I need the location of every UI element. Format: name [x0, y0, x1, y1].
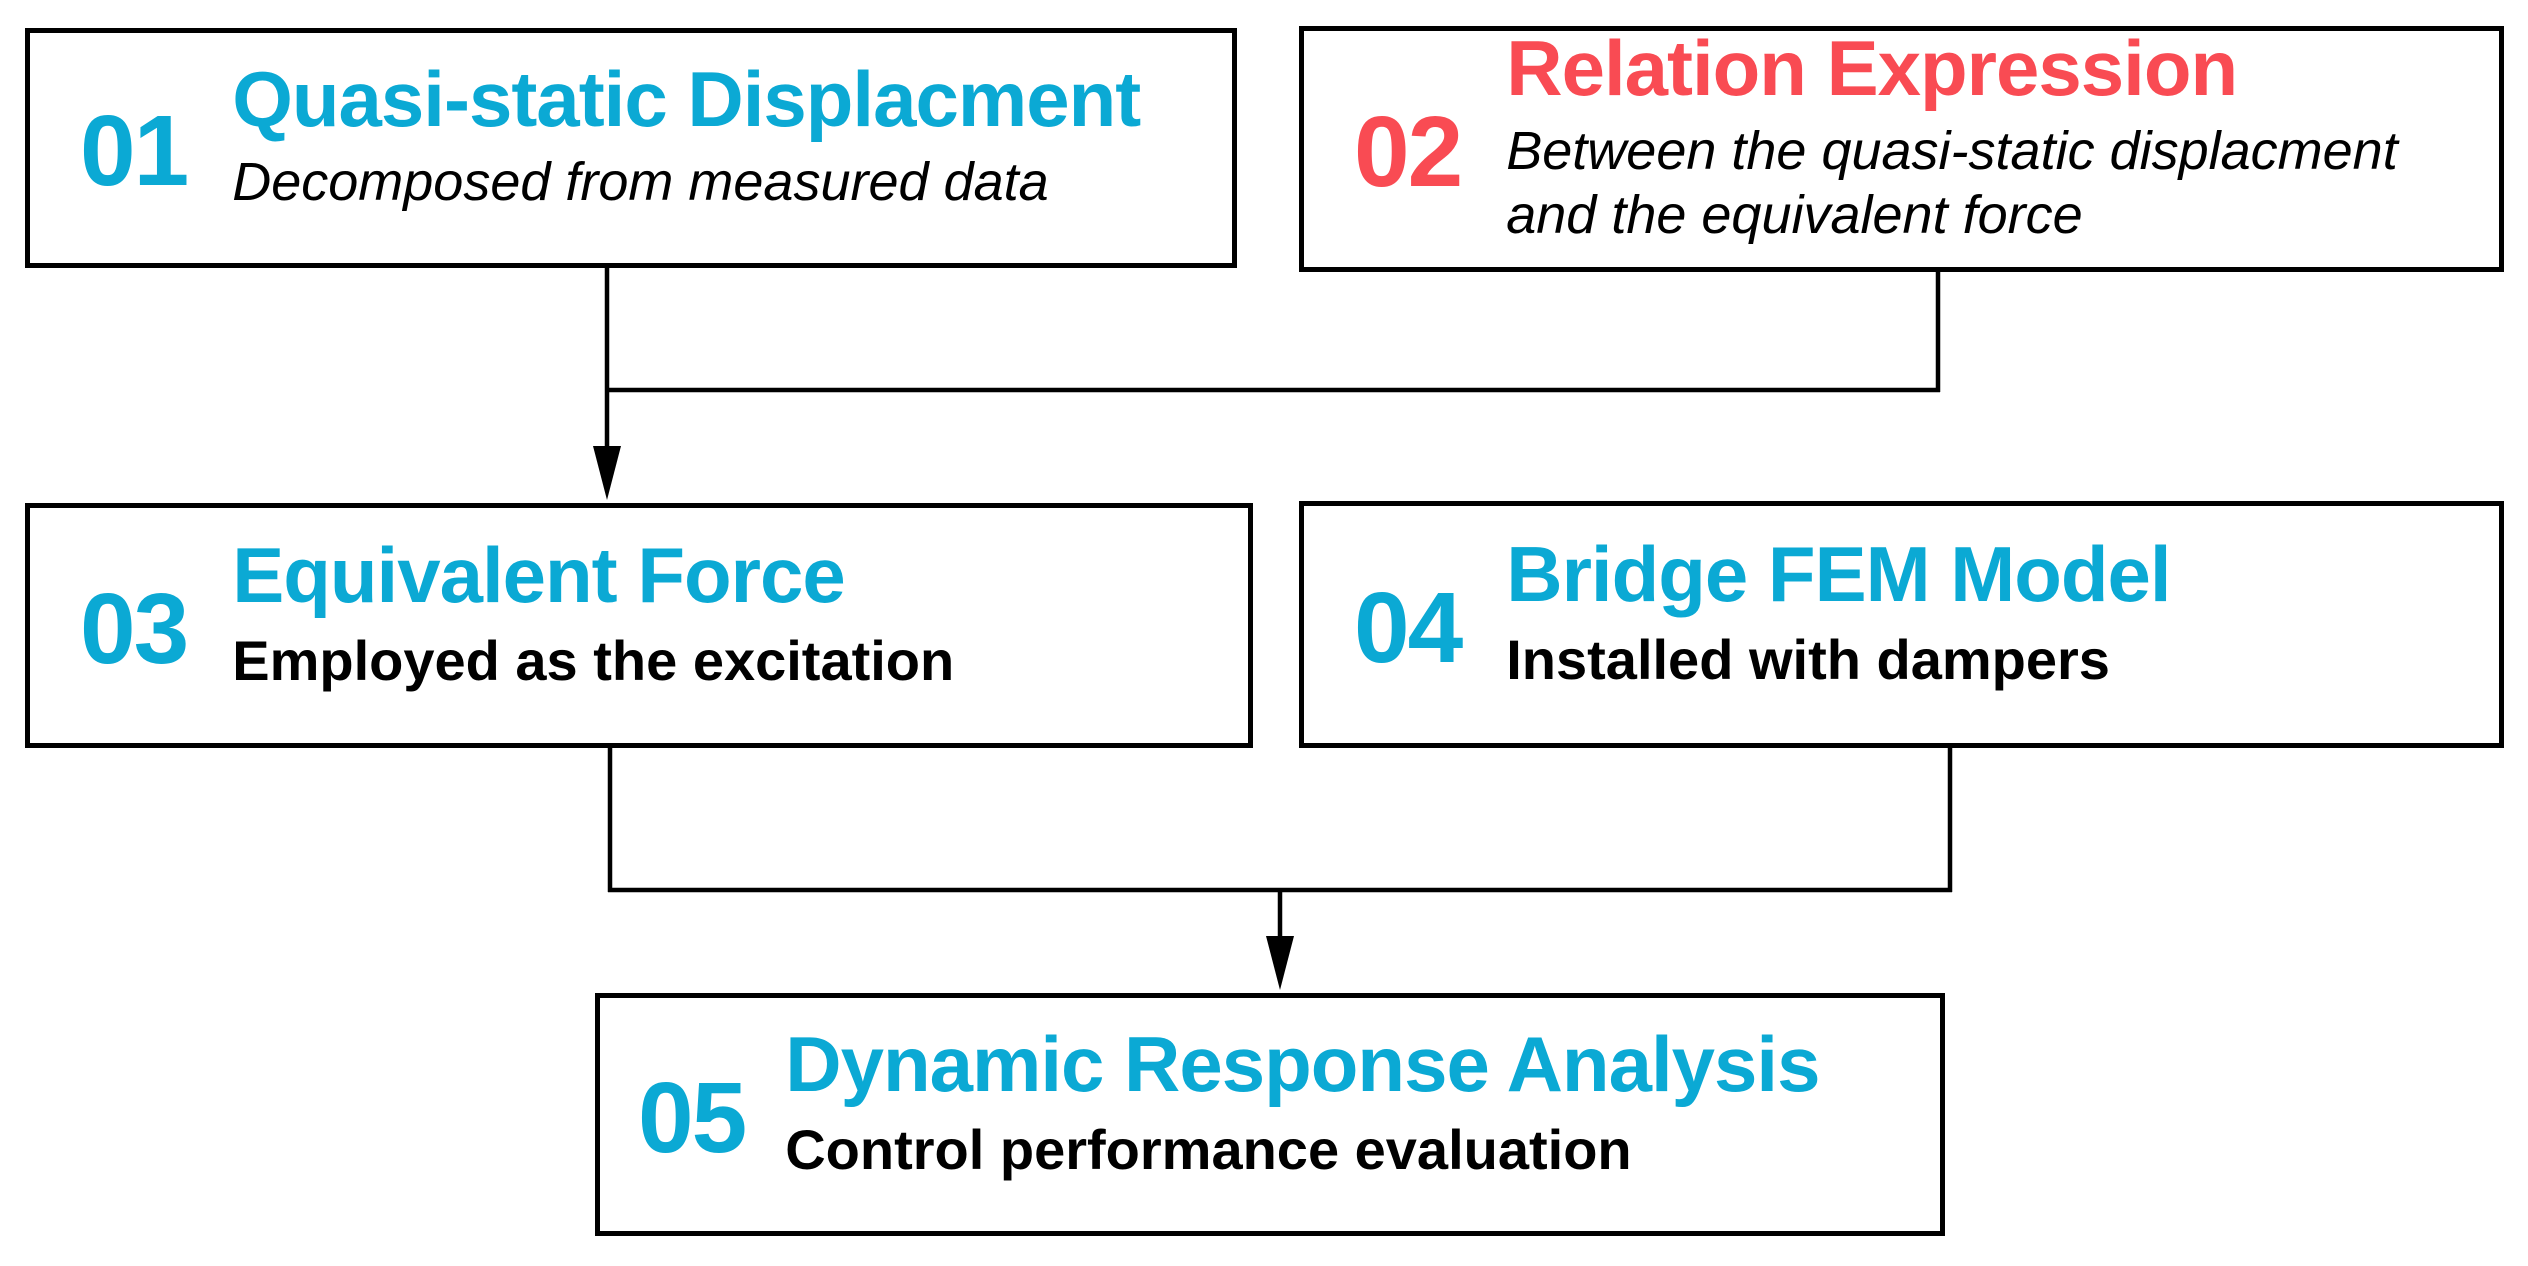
subtitle-line: and the equivalent force [1506, 185, 2083, 246]
step-subtitle: Control performance evaluation [785, 1117, 1819, 1183]
step-number: 05 [638, 1061, 747, 1174]
step-subtitle: Decomposed from measured data [232, 151, 1140, 215]
step-text-block: Equivalent Force Employed as the excitat… [232, 533, 954, 693]
arrow-down-icon [1266, 936, 1294, 990]
step-box-03: 03 Equivalent Force Employed as the exci… [25, 503, 1253, 748]
step-text-block: Dynamic Response Analysis Control perfor… [785, 1020, 1820, 1183]
step-text-block: Quasi-static Displacment Decomposed from… [232, 55, 1141, 215]
step-number: 02 [1354, 96, 1463, 208]
step-text-block: Bridge FEM Model Installed with dampers [1506, 530, 2171, 693]
subtitle-line: Installed with dampers [1506, 627, 2110, 691]
subtitle-line: Control performance evaluation [785, 1117, 1632, 1181]
subtitle-line: Decomposed from measured data [232, 152, 1049, 213]
step-box-05: 05 Dynamic Response Analysis Control per… [595, 993, 1945, 1236]
arrow-down-icon [593, 446, 621, 500]
step-title: Bridge FEM Model [1506, 530, 2171, 619]
subtitle-line: Between the quasi-static displacment [1506, 121, 2398, 182]
step-box-01: 01 Quasi-static Displacment Decomposed f… [25, 28, 1237, 268]
step-number: 04 [1354, 571, 1463, 684]
step-text-block: Relation Expression Between the quasi-st… [1506, 26, 2397, 248]
step-subtitle: Installed with dampers [1506, 627, 2170, 693]
step-title: Dynamic Response Analysis [785, 1020, 1820, 1109]
step-box-02: 02 Relation Expression Between the quasi… [1299, 26, 2504, 272]
step-subtitle: Employed as the excitation [232, 628, 954, 694]
step-title: Relation Expression [1506, 24, 2238, 113]
step-number: 01 [80, 95, 189, 207]
step-subtitle: Between the quasi-static displacment and… [1506, 120, 2397, 247]
step-title: Equivalent Force [232, 531, 845, 620]
step-title: Quasi-static Displacment [232, 55, 1141, 144]
subtitle-line: Employed as the excitation [232, 628, 955, 692]
step-box-04: 04 Bridge FEM Model Installed with dampe… [1299, 501, 2504, 748]
step-number: 03 [80, 572, 189, 685]
